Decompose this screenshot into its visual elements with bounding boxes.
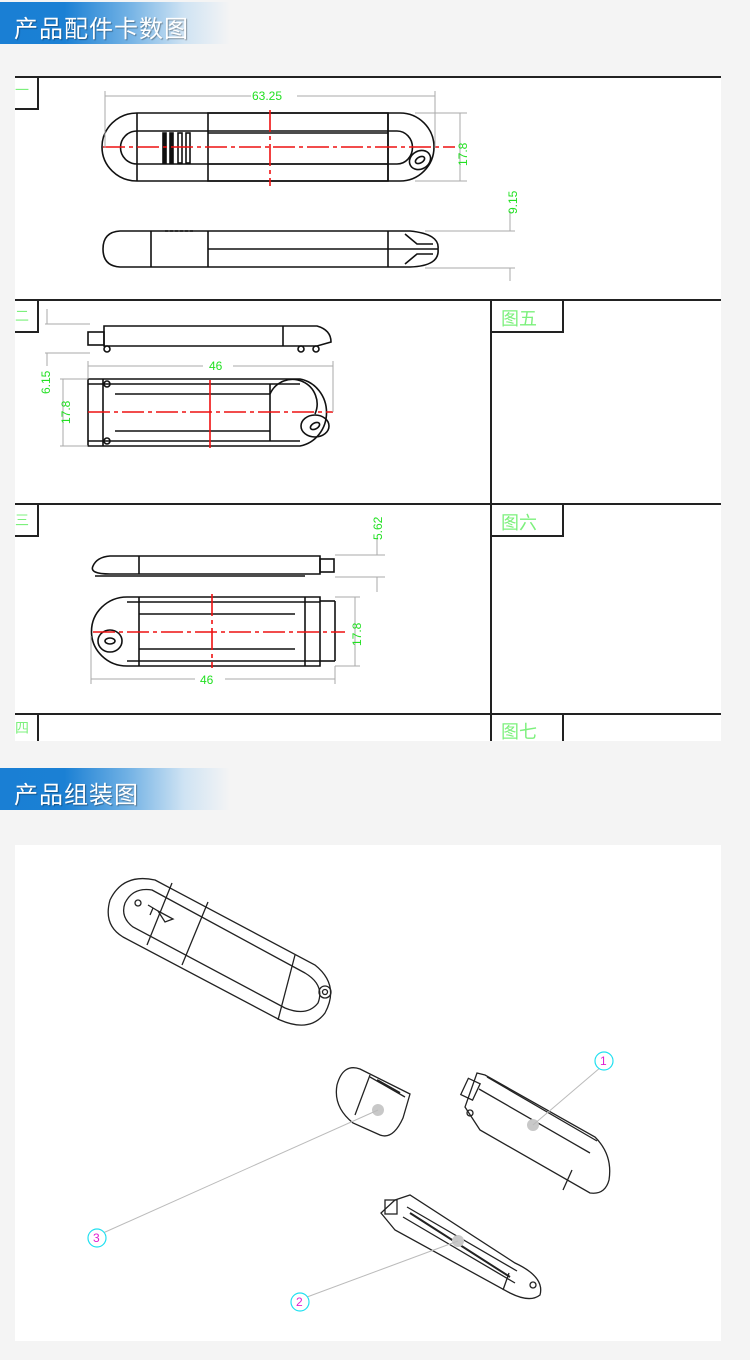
dimension-height: 6.15 [39,370,53,394]
dimension-thickness: 9.15 [506,190,520,214]
figure-2-label: 二 [15,309,29,325]
cad-drawing: 63.25 17.8 9.15 [15,76,721,741]
callout-2-number: 2 [296,1295,303,1309]
dimension-width: 17.8 [456,142,470,166]
dimension-length: 46 [200,673,214,687]
figure-4-label: 四 [15,721,29,737]
dimension-length: 63.25 [252,89,282,103]
figure-3-label: 三 [15,513,29,529]
dimension-length: 46 [209,359,223,373]
section-title: 产品组装图 [14,781,139,809]
section-header-parts-dimensions: 产品配件卡数图 [0,2,230,44]
dimension-drawing: 63.25 17.8 9.15 [15,76,721,743]
figure-5-label: 图五 [501,309,537,330]
dimension-width: 17.8 [59,400,73,424]
dimension-height: 5.62 [371,516,385,540]
exploded-view: 1 2 3 [87,877,614,1312]
figure-7-label: 图七 [501,722,537,743]
callout-1-number: 1 [600,1054,607,1068]
figure-6-label: 图六 [501,513,537,534]
section-header-assembly: 产品组装图 [0,768,230,810]
dimension-width: 17.8 [350,622,364,646]
figure-1-label: 一 [15,83,29,99]
assembly-drawing: 1 2 3 [15,845,721,1341]
callout-3-number: 3 [93,1231,100,1245]
section-title: 产品配件卡数图 [14,15,189,43]
